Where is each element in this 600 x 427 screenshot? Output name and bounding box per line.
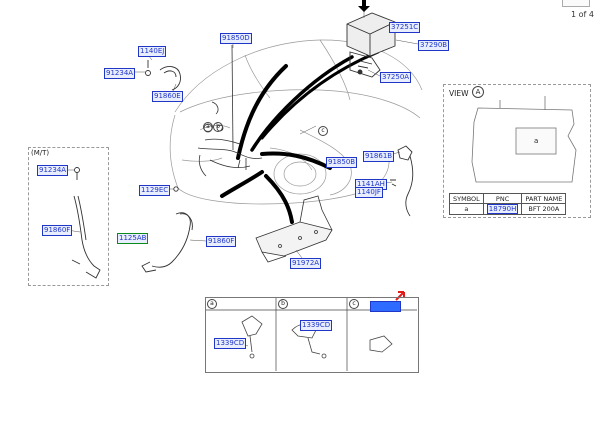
fuse-box-parts <box>346 12 396 78</box>
routing-bands <box>220 50 380 224</box>
pnc-1339cd-a[interactable]: 1339CD <box>214 338 247 349</box>
marker-a: a <box>203 122 213 132</box>
pnc-91850d[interactable]: 91850D <box>220 33 252 44</box>
pnc-table-header: PART NAME <box>521 193 567 204</box>
detail-panel-frame <box>205 297 419 373</box>
protector-bracket <box>255 195 333 263</box>
ground-cable <box>141 186 193 273</box>
pnc-91850b[interactable]: 91850B <box>326 157 358 168</box>
pnc-1339cd-b[interactable]: 1339CD <box>300 320 333 331</box>
table-cell-part-name: BFT 200A <box>521 203 567 215</box>
detail-marker-c: c <box>349 299 359 309</box>
view-title: VIEW <box>449 89 469 98</box>
pnc-91860f-mt[interactable]: 91860F <box>42 225 73 236</box>
detail-marker-b: b <box>278 299 288 309</box>
marker-c: c <box>318 126 328 136</box>
leader-lines <box>61 10 419 347</box>
view-a-fuse-box <box>471 96 577 183</box>
pnc-table-header: PNC <box>482 193 523 204</box>
pnc-37290b[interactable]: 37290B <box>418 40 450 51</box>
pnc-1129ec[interactable]: 1129EC <box>139 185 171 196</box>
page-nav-button[interactable] <box>562 0 590 7</box>
pnc-91234a-top[interactable]: 91234A <box>104 68 136 79</box>
pnc-91860e[interactable]: 91860E <box>152 91 183 102</box>
page-count: 1 of 4 <box>571 10 594 19</box>
pnc-91861b[interactable]: 91861B <box>363 151 395 162</box>
view-letter-marker: A <box>472 86 484 98</box>
pnc-table: SYMBOL PNC PART NAME a 18790H BFT 200A <box>449 193 567 215</box>
positive-cable-right <box>390 145 414 217</box>
pnc-1140jf[interactable]: 1140JF <box>355 187 383 198</box>
pnc-91234a-mt[interactable]: 91234A <box>37 165 69 176</box>
mt-variant-frame <box>28 147 109 286</box>
pnc-highlighted[interactable]: 91931B <box>370 301 402 312</box>
table-cell-symbol: a <box>449 203 484 215</box>
pnc-18790h-link[interactable]: 18790H <box>486 204 519 214</box>
pnc-91972a[interactable]: 91972A <box>290 258 322 269</box>
arrow-view-icon <box>358 0 370 12</box>
marker-b: b <box>213 122 223 132</box>
mt-cable <box>71 167 101 279</box>
pnc-1125ab[interactable]: 1125AB <box>117 233 149 244</box>
mt-label: (M/T) <box>31 149 50 157</box>
view-a-frame <box>443 84 591 218</box>
pnc-37251c[interactable]: 37251C <box>389 22 421 33</box>
pnc-table-header: SYMBOL <box>449 193 484 204</box>
pnc-91860f-main[interactable]: 91860F <box>206 236 237 247</box>
pnc-37250a[interactable]: 37250A <box>380 72 412 83</box>
table-cell-pnc[interactable]: 18790H <box>482 203 523 215</box>
detail-marker-a: a <box>207 299 217 309</box>
view-part-marker: a <box>534 137 539 145</box>
table-row: a 18790H BFT 200A <box>449 203 567 215</box>
pnc-1140ej[interactable]: 1140EJ <box>138 46 167 57</box>
battery-cable-top <box>145 60 181 91</box>
